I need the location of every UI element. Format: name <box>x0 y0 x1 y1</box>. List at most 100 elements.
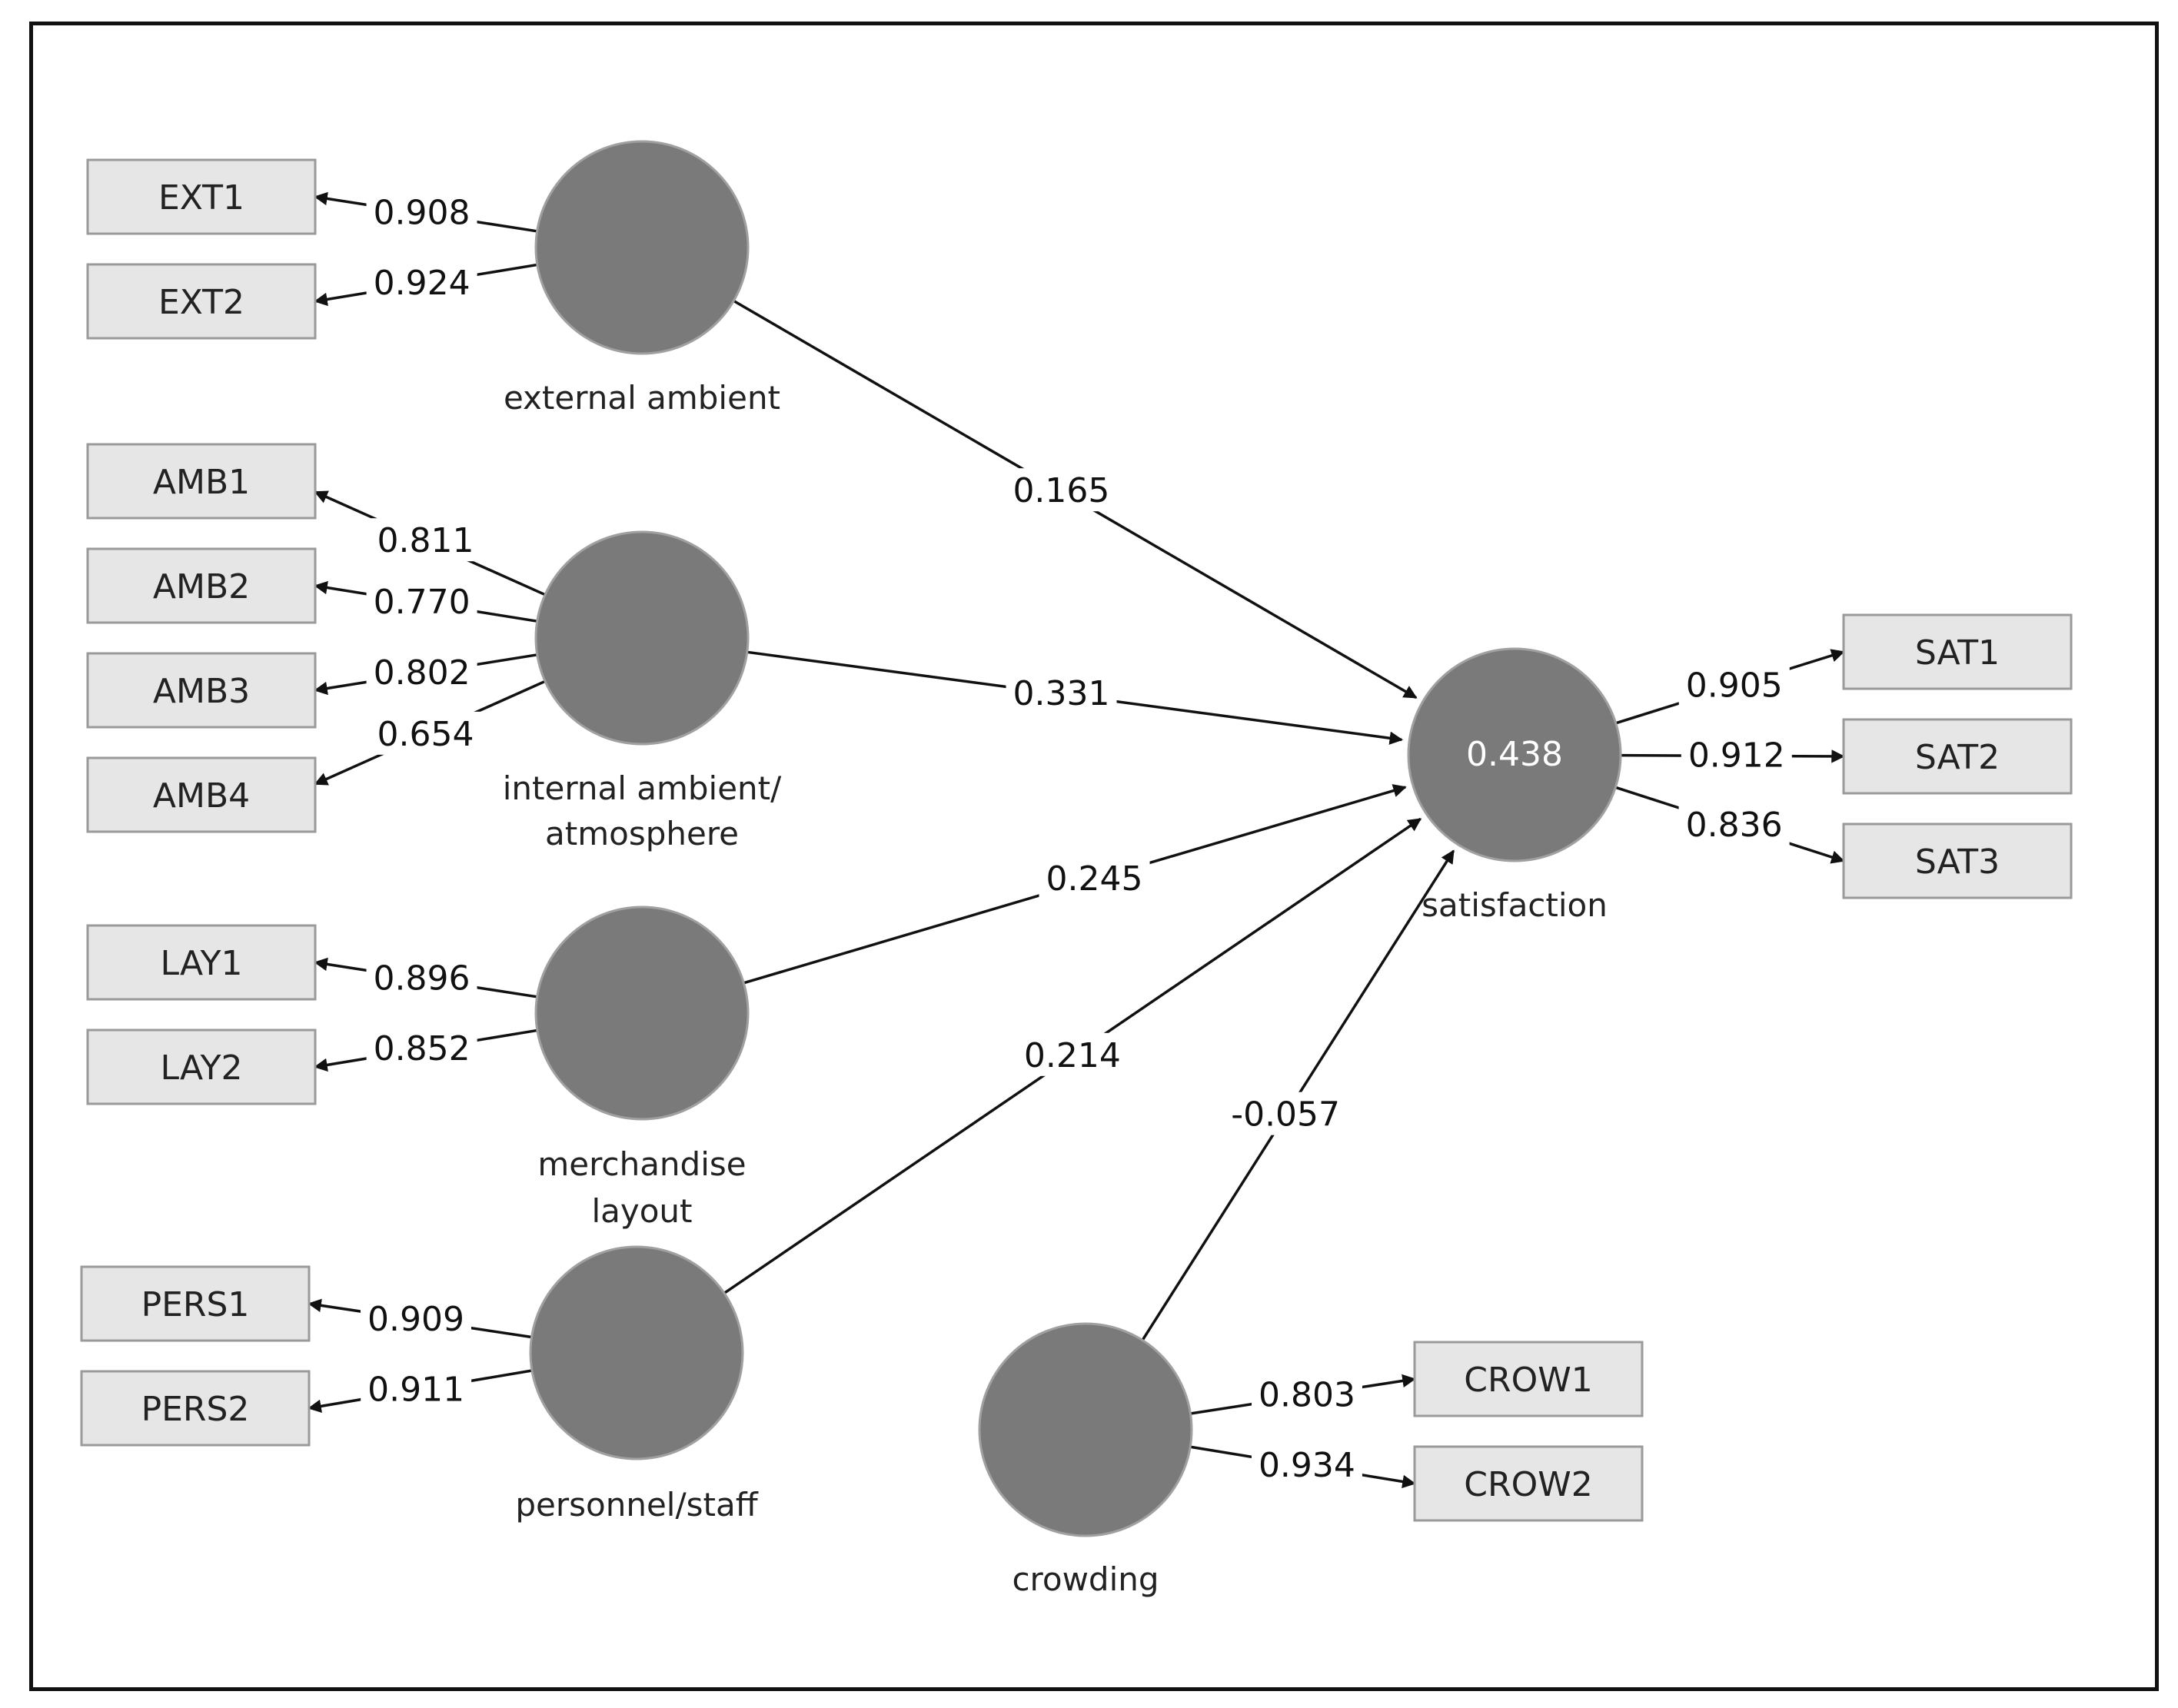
indicator-ext1[interactable]: EXT1 <box>86 158 317 235</box>
latent-crow[interactable] <box>978 1322 1193 1537</box>
loading-label-amb3-text: 0.802 <box>374 653 471 693</box>
indicator-label: SAT2 <box>1915 738 2000 777</box>
latent-name-lay-line-1: merchandise <box>537 1145 746 1183</box>
loading-label-lay1: 0.896 <box>366 955 477 999</box>
indicator-label: EXT2 <box>158 283 244 322</box>
loading-label-pers1: 0.909 <box>360 1296 471 1340</box>
indicator-box <box>80 1265 311 1342</box>
loading-label-lay1-text: 0.896 <box>374 959 471 999</box>
indicator-box <box>80 1370 311 1447</box>
loading-label-sat3-bg <box>1678 802 1790 846</box>
path-coefficient-crow: -0.057 <box>1220 1092 1352 1135</box>
path-coefficient-ext: 0.165 <box>1006 468 1117 512</box>
labels-layer: 0.908 0.924 0.811 0.770 0.802 0.654 0.896 0.852… <box>360 190 1792 1487</box>
loading-label-ext2-bg <box>366 261 477 304</box>
loading-label-pers1-bg <box>360 1296 471 1340</box>
loading-label-sat3-text: 0.836 <box>1686 806 1783 845</box>
indicator-box <box>86 547 317 624</box>
indicator-pers1[interactable]: PERS1 <box>80 1265 311 1342</box>
indicator-label: LAY1 <box>160 944 242 983</box>
indicator-box <box>86 756 317 833</box>
indicator-label: AMB2 <box>153 567 250 606</box>
loading-label-amb2: 0.770 <box>366 580 477 623</box>
indicator-amb1[interactable]: AMB1 <box>86 443 317 520</box>
path-coefficient-ext-bg <box>1006 468 1117 512</box>
latent-pers[interactable] <box>529 1245 744 1460</box>
indicator-amb4[interactable]: AMB4 <box>86 756 317 833</box>
latent-ext[interactable] <box>534 140 750 355</box>
loading-label-lay2-bg <box>366 1026 477 1070</box>
indicator-crow2[interactable]: CROW2 <box>1413 1445 1644 1522</box>
loading-label-amb2-text: 0.770 <box>374 583 471 622</box>
path-coefficient-lay-bg <box>1039 856 1150 899</box>
latent-lay[interactable] <box>534 906 750 1121</box>
indicator-box <box>1842 822 2073 899</box>
loading-label-amb4-text: 0.654 <box>377 715 474 754</box>
latent-name-ext-line-1: external ambient <box>504 379 780 417</box>
loading-label-crow1: 0.803 <box>1252 1372 1363 1416</box>
indicator-label: CROW1 <box>1464 1361 1592 1400</box>
indicator-box <box>86 1028 317 1105</box>
path-coefficient-pers: 0.214 <box>1016 1032 1128 1076</box>
loading-label-pers1-text: 0.909 <box>367 1300 464 1339</box>
indicator-label: CROW2 <box>1464 1465 1592 1504</box>
latent-circle <box>978 1322 1193 1537</box>
loading-label-lay2: 0.852 <box>366 1026 477 1070</box>
loading-label-amb2-bg <box>366 580 477 623</box>
path-coefficient-crow-bg <box>1220 1092 1352 1135</box>
latent-name-amb-line-1: internal ambient/ <box>503 769 782 807</box>
indicator-label: AMB3 <box>153 672 250 711</box>
indicator-label: LAY2 <box>160 1048 242 1088</box>
loading-label-amb1-bg <box>370 518 481 562</box>
path-coefficient-pers-bg <box>1016 1032 1128 1076</box>
indicator-lay1[interactable]: LAY1 <box>86 924 317 1001</box>
indicator-sat2[interactable]: SAT2 <box>1842 718 2073 795</box>
loading-label-crow2-bg <box>1251 1443 1362 1487</box>
loading-label-ext1-text: 0.908 <box>374 194 471 233</box>
indicator-box <box>1842 613 2073 690</box>
latent-circle <box>534 530 750 746</box>
latent-amb[interactable] <box>534 530 750 746</box>
loading-label-sat2-text: 0.912 <box>1688 736 1785 775</box>
path-coefficient-crow-text: -0.057 <box>1231 1095 1340 1135</box>
loading-label-amb4-bg <box>370 711 481 755</box>
indicator-label: EXT1 <box>158 178 244 218</box>
loading-label-amb3: 0.802 <box>366 650 477 693</box>
loading-label-ext2: 0.924 <box>366 261 477 304</box>
indicator-amb3[interactable]: AMB3 <box>86 652 317 729</box>
indicator-pers2[interactable]: PERS2 <box>80 1370 311 1447</box>
loading-label-amb1-text: 0.811 <box>377 521 474 560</box>
path-coefficient-amb-bg <box>1006 671 1117 715</box>
loading-label-pers2: 0.911 <box>361 1367 472 1411</box>
indicator-amb2[interactable]: AMB2 <box>86 547 317 624</box>
indicator-label: AMB4 <box>153 776 250 816</box>
loading-label-crow1-text: 0.803 <box>1259 1376 1355 1415</box>
loading-label-sat3: 0.836 <box>1678 802 1790 846</box>
indicator-box <box>1842 718 2073 795</box>
indicator-box <box>86 652 317 729</box>
loading-label-amb1: 0.811 <box>370 518 481 562</box>
indicator-box <box>1413 1341 1644 1417</box>
indicator-lay2[interactable]: LAY2 <box>86 1028 317 1105</box>
indicator-box <box>86 263 317 340</box>
latent-circle <box>529 1245 744 1460</box>
loading-label-amb3-bg <box>366 650 477 693</box>
indicator-sat1[interactable]: SAT1 <box>1842 613 2073 690</box>
indicator-crow1[interactable]: CROW1 <box>1413 1341 1644 1417</box>
latent-sat[interactable]: 0.438 <box>1407 647 1622 862</box>
indicator-box <box>86 924 317 1001</box>
r-squared-value: 0.438 <box>1466 735 1563 774</box>
indicator-ext2[interactable]: EXT2 <box>86 263 317 340</box>
latent-name-crow-line-1: crowding <box>1012 1560 1159 1598</box>
path-coefficient-lay: 0.245 <box>1039 856 1150 899</box>
path-coefficient-lay-text: 0.245 <box>1046 859 1143 899</box>
latent-name-amb-line-2: atmosphere <box>545 815 739 852</box>
loading-label-ext1: 0.908 <box>366 190 477 234</box>
path-coefficient-pers-text: 0.214 <box>1024 1036 1121 1075</box>
path-coefficient-amb-text: 0.331 <box>1013 674 1110 713</box>
indicator-sat3[interactable]: SAT3 <box>1842 822 2073 899</box>
loading-label-ext1-bg <box>366 190 477 234</box>
indicator-label: PERS2 <box>141 1390 250 1429</box>
loading-label-crow2: 0.934 <box>1251 1443 1362 1487</box>
